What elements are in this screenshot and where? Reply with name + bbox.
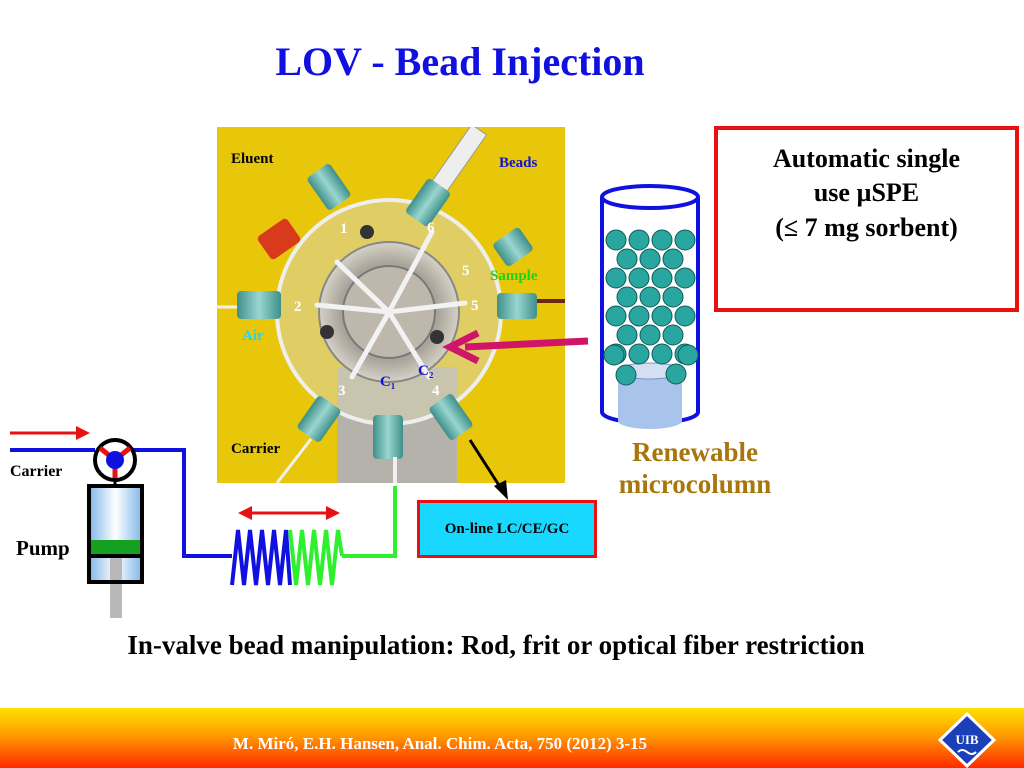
online-detector-box: On-line LC/CE/GC <box>417 500 597 558</box>
microcolumn-caption-line-1: Renewable <box>632 437 758 467</box>
microcolumn-icon <box>600 184 700 429</box>
flow-diagram <box>10 184 700 618</box>
sorbent-bead <box>674 229 696 251</box>
sorbent-bead <box>662 324 684 346</box>
blue-tube <box>130 448 232 558</box>
port-5-lower-label: 5 <box>471 298 479 314</box>
spe-info-box: Automatic single use µSPE (≤ 7 mg sorben… <box>714 126 1019 312</box>
carrier-photo-label: Carrier <box>231 441 281 457</box>
valve-photo: Eluent Beads Sample Air Carrier 1 2 3 4 … <box>217 127 565 483</box>
sorbent-bead <box>616 248 638 270</box>
sorbent-bead <box>615 364 637 386</box>
sorbent-bead <box>665 363 687 385</box>
sample-label: Sample <box>490 268 538 284</box>
port-4-label: 4 <box>432 383 440 399</box>
port-6-label: 6 <box>427 220 435 236</box>
port-3-label: 3 <box>338 383 346 399</box>
microcolumn-caption: Renewable microcolumn <box>600 436 790 501</box>
microcolumn-caption-line-2: microcolumn <box>618 469 772 500</box>
outlet-arrow <box>468 439 508 500</box>
uib-logo: UIB <box>937 712 997 768</box>
citation: M. Miró, E.H. Hansen, Anal. Chim. Acta, … <box>232 734 648 753</box>
sorbent-bead <box>651 343 673 365</box>
green-coil <box>288 529 344 586</box>
eluent-label: Eluent <box>231 151 274 167</box>
valve-photo-drawing <box>217 127 565 483</box>
port-1-label: 1 <box>340 221 348 237</box>
green-tube <box>342 486 397 558</box>
carrier-pump-label: Carrier <box>10 463 63 480</box>
sorbent-bead <box>651 267 673 289</box>
sorbent-bead <box>605 305 627 327</box>
sorbent-bead <box>674 267 696 289</box>
sorbent-bead <box>628 305 650 327</box>
pump-syringe-icon <box>87 484 144 618</box>
sorbent-bead <box>651 229 673 251</box>
sorbent-bead <box>677 344 699 366</box>
sorbent-bead <box>662 286 684 308</box>
sorbent-bead <box>662 248 684 270</box>
carrier-inlet-arrow <box>10 426 90 440</box>
sorbent-bead <box>605 267 627 289</box>
spe-line-1: Automatic single <box>772 144 961 173</box>
c2-label: C₂ <box>418 363 434 379</box>
blue-coil <box>230 529 292 586</box>
sorbent-bead <box>603 344 625 366</box>
sorbent-beads <box>603 229 699 386</box>
sorbent-bead <box>616 324 638 346</box>
port-5-upper-label: 5 <box>462 263 470 279</box>
sorbent-bead <box>628 267 650 289</box>
sorbent-bead <box>639 324 661 346</box>
sorbent-bead <box>628 229 650 251</box>
pump-label: Pump <box>16 536 70 560</box>
sorbent-bead <box>639 286 661 308</box>
port-2-label: 2 <box>294 299 302 315</box>
uib-logo-text: UIB <box>955 732 978 747</box>
page-title: LOV - Bead Injection <box>275 39 645 84</box>
c1-label: C₁ <box>380 374 396 390</box>
sorbent-bead <box>628 343 650 365</box>
sorbent-bead <box>674 305 696 327</box>
pump-valve-icon <box>93 438 137 486</box>
spe-line-3: (≤ 7 mg sorbent) <box>775 212 958 242</box>
bead-manipulation-text: In-valve bead manipulation: Rod, frit or… <box>127 630 865 660</box>
sorbent-bead <box>616 286 638 308</box>
sorbent-bead <box>651 305 673 327</box>
coil-double-arrow <box>238 506 340 520</box>
spe-line-2: use µSPE <box>813 178 920 208</box>
sorbent-bead <box>605 229 627 251</box>
magenta-arrow <box>442 329 589 365</box>
footer-bar <box>0 708 1024 768</box>
sorbent-bead <box>639 248 661 270</box>
air-label: Air <box>242 328 264 344</box>
beads-label: Beads <box>499 155 538 171</box>
